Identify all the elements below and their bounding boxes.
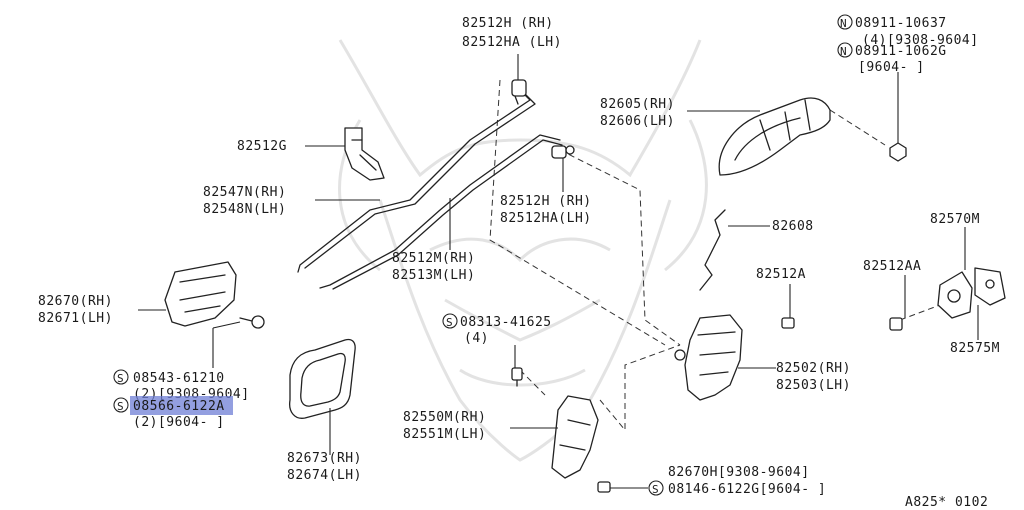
- label-82512M: 82512M(RH): [392, 251, 475, 266]
- label-82606: 82606(LH): [600, 114, 675, 129]
- n-mark-1-letter: N: [840, 17, 847, 30]
- escutcheon-82673: [289, 338, 356, 419]
- label-08566-note: (2)[9604- ]: [133, 415, 225, 430]
- rods: [297, 89, 726, 291]
- label-82502: 82502(RH): [776, 361, 851, 376]
- diagram-reference-code: A825* 0102: [905, 495, 988, 510]
- label-82670: 82670(RH): [38, 294, 113, 309]
- label-82513M: 82513M(LH): [392, 268, 475, 283]
- label-08313: 08313-41625: [460, 315, 552, 330]
- label-82550M: 82550M(RH): [403, 410, 486, 425]
- n-mark-2: [837, 42, 853, 58]
- screw-08146: [597, 481, 611, 493]
- label-08313-qty: (4): [464, 331, 489, 346]
- n-mark-2-letter: N: [840, 45, 847, 58]
- label-82512H-top: 82512H (RH): [462, 16, 554, 31]
- actuator-82550M: [551, 395, 599, 479]
- label-82608: 82608: [772, 219, 814, 234]
- label-08911-1062G-note: [9604- ]: [858, 60, 925, 75]
- label-82512H-mid: 82512H (RH): [500, 194, 592, 209]
- label-82570M: 82570M: [930, 212, 980, 227]
- s-mark-08313: [442, 313, 458, 329]
- assembly-dash-lines: [489, 79, 941, 432]
- bolt-08313: [511, 367, 523, 387]
- screw-82512A: [781, 317, 795, 329]
- bolt-82512AA: [889, 317, 903, 331]
- label-82548N: 82548N(LH): [203, 202, 286, 217]
- s-mark-08543-letter: S: [117, 372, 124, 385]
- label-82670H: 82670H[9308-9604]: [668, 465, 810, 480]
- label-82512G: 82512G: [237, 139, 287, 154]
- label-08911-10637: 08911-10637: [855, 16, 947, 31]
- s-mark-08146-letter: S: [652, 483, 659, 496]
- label-82547N: 82547N(RH): [203, 185, 286, 200]
- label-82512A: 82512A: [756, 267, 806, 282]
- inside-handle-82670: [164, 261, 237, 327]
- s-mark-08543: [113, 369, 129, 385]
- outside-handle-82605: [718, 97, 831, 176]
- screw-08543: [239, 315, 265, 329]
- s-mark-08146: [648, 480, 664, 496]
- label-08911-1062G: 08911-1062G: [855, 44, 947, 59]
- label-82503: 82503(LH): [776, 378, 851, 393]
- s-mark-08566-letter: S: [117, 400, 124, 413]
- label-82605: 82605(RH): [600, 97, 675, 112]
- label-82551M: 82551M(LH): [403, 427, 486, 442]
- label-82671: 82671(LH): [38, 311, 113, 326]
- leader-lines: [138, 54, 979, 489]
- bolt-08911: [889, 142, 907, 162]
- striker-82570M: [937, 271, 973, 319]
- s-mark-08313-letter: S: [446, 316, 453, 329]
- label-82673: 82673(RH): [287, 451, 362, 466]
- label-08566[interactable]: 08566-6122A: [133, 399, 225, 414]
- clip-82512H-mid: [551, 145, 575, 159]
- door-lock-82502: [674, 314, 743, 401]
- s-mark-08566: [113, 397, 129, 413]
- label-82512HA-top: 82512HA (LH): [462, 35, 562, 50]
- part-labels: 82512H (RH) 82512HA (LH) N 08911-10637 (…: [38, 14, 1000, 510]
- label-08146: 08146-6122G[9604- ]: [668, 482, 826, 497]
- highlight-08566: [130, 396, 233, 415]
- label-82575M: 82575M: [950, 341, 1000, 356]
- label-82512AA: 82512AA: [863, 259, 921, 274]
- label-08911-10637-note: (4)[9308-9604]: [862, 33, 979, 48]
- bracket-82512G: [344, 127, 385, 181]
- label-08543: 08543-61210: [133, 371, 225, 386]
- n-mark-1: [837, 14, 853, 30]
- shim-82575M: [974, 267, 1006, 306]
- label-82512HA-mid: 82512HA(LH): [500, 211, 592, 226]
- clip-82512H-top: [511, 79, 527, 105]
- label-82674: 82674(LH): [287, 468, 362, 483]
